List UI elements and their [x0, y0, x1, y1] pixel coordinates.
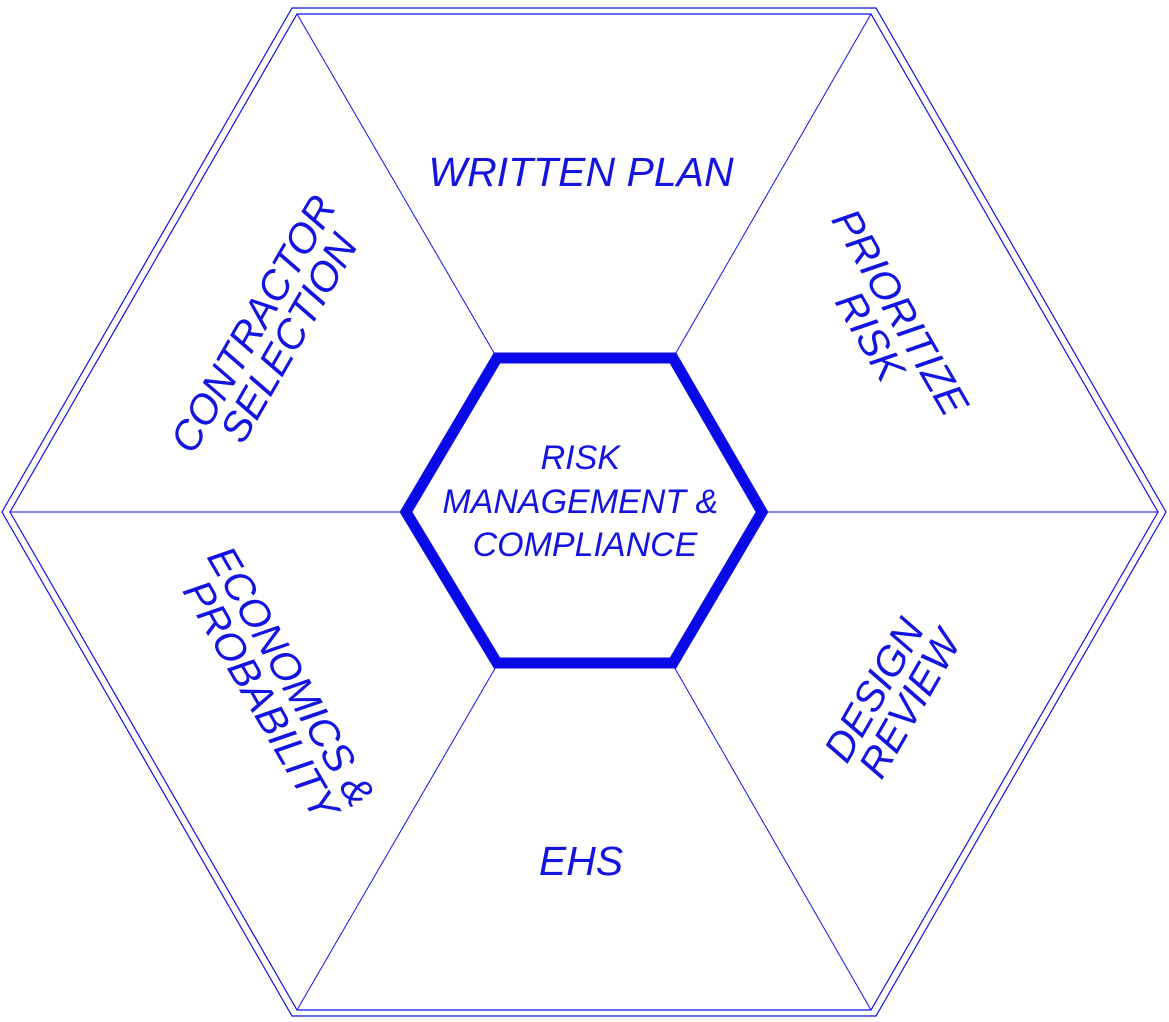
center-label-line-1: RISK [541, 439, 622, 477]
segment-ehs-line-1: EHS [539, 838, 623, 884]
segment-economics-probability: ECONOMICS & PROBABILITY [165, 538, 389, 842]
divider-bottom-left [296, 664, 498, 1011]
segment-written-plan-line-1: WRITTEN PLAN [428, 149, 734, 195]
center-label: RISK MANAGEMENT & COMPLIANCE [442, 439, 727, 564]
divider-top-right [672, 13, 872, 359]
center-label-line-2: MANAGEMENT & [442, 483, 718, 521]
segment-written-plan: WRITTEN PLAN [428, 149, 734, 195]
divider-bottom-right [672, 664, 872, 1011]
outer-hexagon-border [1, 7, 1167, 1017]
segment-design-review: DESIGN REVIEW [815, 600, 972, 788]
segment-contractor-selection: CONTRACTOR SELECTION [161, 178, 384, 480]
center-hexagon [399, 352, 769, 669]
center-label-line-3: COMPLIANCE [473, 526, 698, 564]
segment-ehs: EHS [539, 838, 623, 884]
segment-prioritize-risk: PRIORITIZE RISK [790, 201, 983, 452]
divider-top-left [296, 13, 498, 359]
